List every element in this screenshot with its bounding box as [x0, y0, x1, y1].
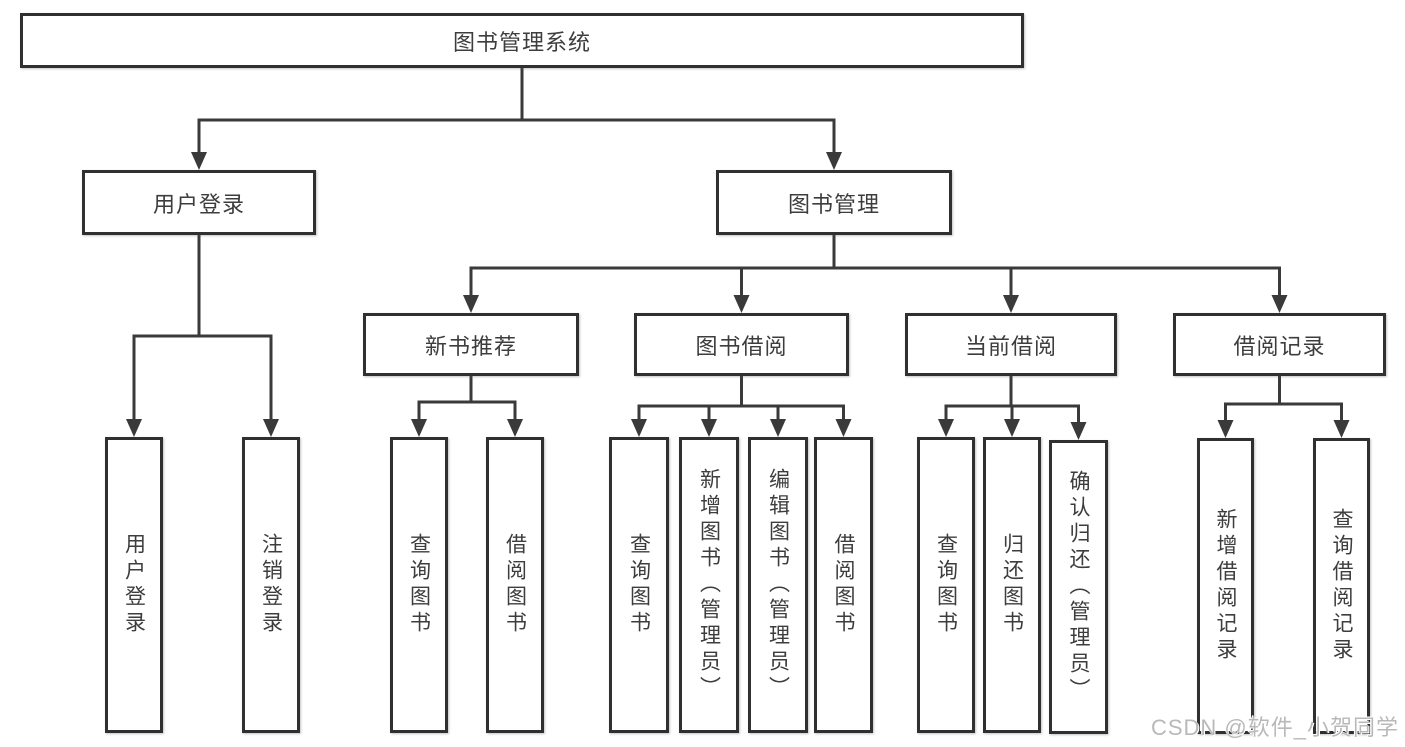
arrowhead-icon [938, 419, 954, 437]
node-leaf-cb-confirm: 确认归还（管理员） [1049, 440, 1108, 734]
node-leaf-nb-query: 查询图书 [390, 437, 448, 733]
node-l3-book-borrow: 图书借阅 [634, 313, 849, 376]
arrowhead-icon [835, 419, 852, 437]
arrowhead-icon [1333, 420, 1350, 438]
node-l2-user-login: 用户登录 [82, 170, 316, 235]
arrowhead-icon [1004, 419, 1020, 437]
node-leaf-bb-edit: 编辑图书（管理员） [748, 437, 808, 733]
node-leaf-user-login: 用户登录 [105, 437, 163, 733]
node-root: 图书管理系统 [20, 13, 1024, 68]
arrowhead-icon [191, 152, 207, 170]
arrowhead-icon [770, 419, 786, 437]
node-leaf-nb-borrow: 借阅图书 [486, 437, 544, 733]
node-leaf-cb-return: 归还图书 [983, 437, 1041, 733]
node-leaf-br-query: 查询借阅记录 [1313, 438, 1370, 734]
arrowhead-icon [126, 419, 142, 437]
arrowhead-icon [507, 419, 523, 437]
node-l3-new-book: 新书推荐 [363, 313, 579, 376]
node-leaf-logout: 注销登录 [242, 437, 300, 733]
node-l3-current-borrow: 当前借阅 [905, 313, 1117, 376]
node-leaf-cb-query: 查询图书 [917, 437, 975, 733]
node-leaf-bb-add: 新增图书（管理员） [679, 437, 739, 733]
arrowhead-icon [631, 419, 647, 437]
arrowhead-icon [411, 419, 427, 437]
node-l2-book-mgmt: 图书管理 [716, 170, 952, 235]
arrowhead-icon [1271, 295, 1288, 313]
node-leaf-bb-borrow: 借阅图书 [814, 437, 873, 733]
arrowhead-icon [826, 152, 842, 170]
arrowhead-icon [1003, 295, 1019, 313]
arrowhead-icon [733, 295, 750, 313]
arrowhead-icon [1070, 422, 1087, 440]
arrowhead-icon [463, 295, 479, 313]
node-leaf-br-add: 新增借阅记录 [1197, 438, 1254, 734]
arrowhead-icon [701, 419, 717, 437]
arrowhead-icon [1217, 420, 1234, 438]
node-l3-borrow-records: 借阅记录 [1173, 313, 1386, 376]
node-leaf-bb-query: 查询图书 [609, 437, 669, 733]
arrowhead-icon [263, 419, 279, 437]
